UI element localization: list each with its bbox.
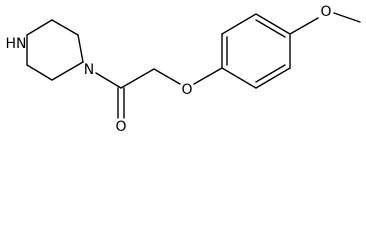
bond-n-c5 [51,61,84,81]
bond-nh-c2 [26,19,53,36]
bond-methoxy-o-ch3 [333,12,361,23]
bond-n-carbonyl [95,72,122,89]
bond-ar5-ar6 [255,67,291,89]
atom-label-carbonyl-o: O [115,119,126,135]
piperazine-ring [26,19,84,81]
atom-label-nh: HN [6,36,27,52]
bond-ether-o-aryl [193,67,223,85]
bond-ar6-ar1 [221,67,257,89]
atom-label-n: N [84,62,94,78]
bond-c2-c3 [51,19,79,36]
atom-label-methoxy-o: O [320,4,331,20]
methoxy-group [289,12,361,35]
molecule-structure: HN N O O O [6,4,361,135]
bond-ar2-ar3 [221,13,257,35]
bond-c3-n [77,34,84,63]
bond-ar5-ar6-inner [255,64,286,83]
atom-label-ether-o: O [181,82,192,98]
bond-carbonyl-ch2 [120,68,155,89]
bond-c5-c6 [26,64,53,81]
bond-ar3-ar4 [255,13,291,35]
bond-aryl-methoxy-o [289,17,319,35]
bond-ch2-ether-o [153,68,181,85]
bond-ar3-ar4-inner [255,19,286,38]
amide-group [95,68,181,119]
benzene-ring [221,13,291,89]
